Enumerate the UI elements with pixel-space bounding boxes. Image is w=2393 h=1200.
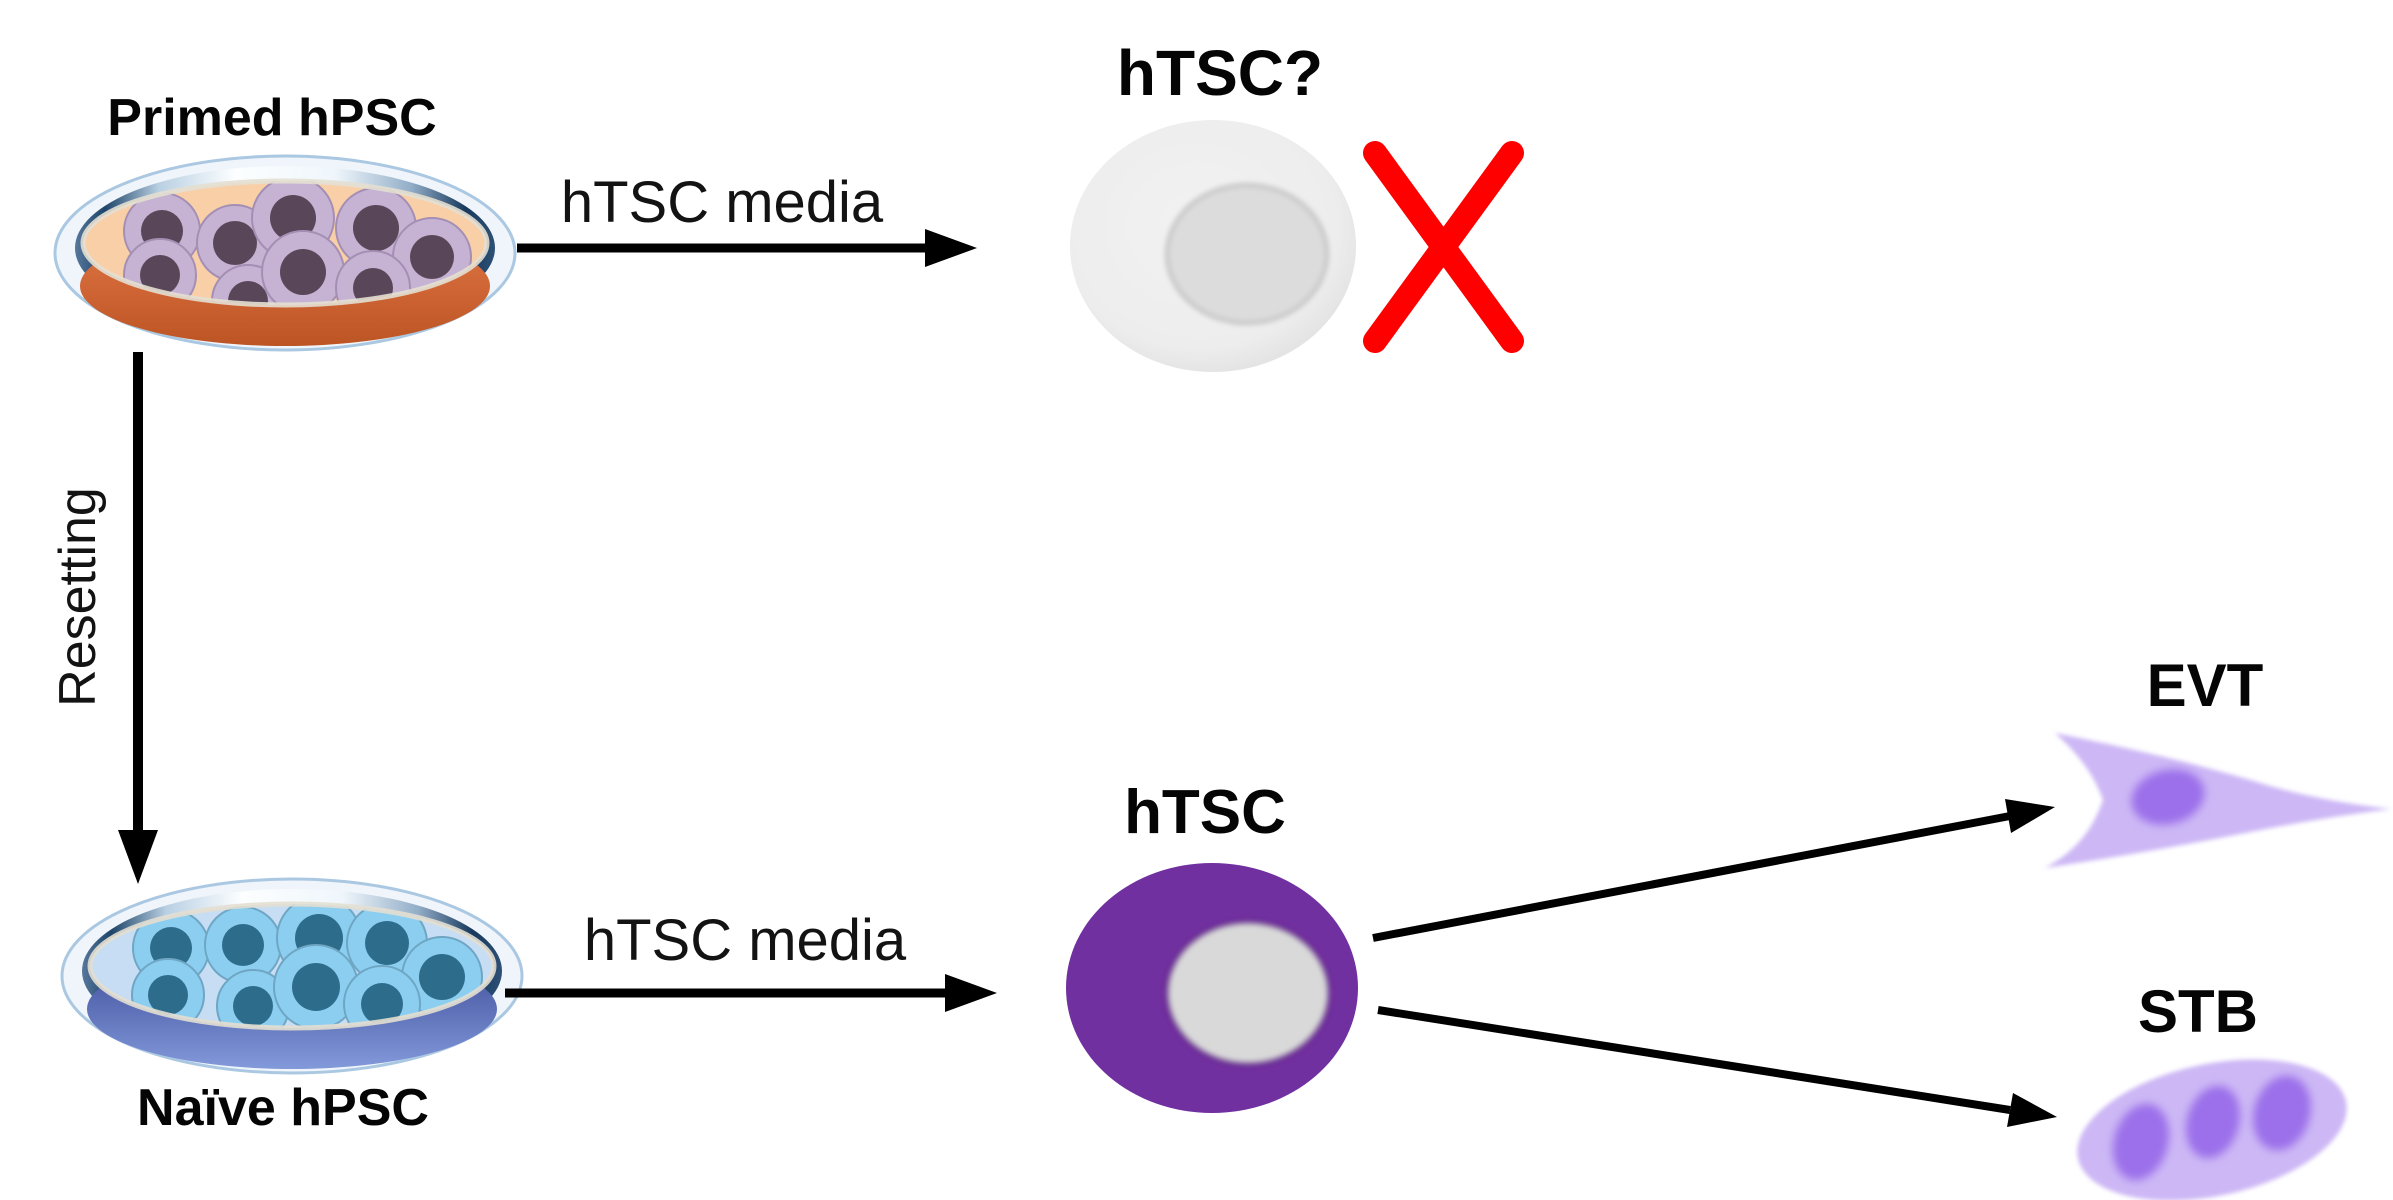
cell-nucleus: [280, 249, 326, 295]
primed-cell: [261, 230, 345, 305]
arrow-right-icon: [2005, 799, 2055, 833]
arrow-primed-to-htsc: [517, 229, 977, 267]
htsc-media-bottom-label: hTSC media: [584, 908, 907, 973]
primed-hpsc-dish: [53, 154, 517, 352]
failed-htsc-cell: [1070, 120, 1356, 372]
cell-nucleus: [365, 921, 409, 965]
naive-hpsc-label: Naïve hPSC: [137, 1079, 429, 1137]
red-x-icon: [1363, 141, 1524, 353]
cell-nucleus: [2112, 1103, 2170, 1181]
arrow-htsc-to-evt: [1372, 799, 2055, 942]
arrow-naive-to-htsc: [505, 974, 997, 1012]
cell-body: [2045, 733, 2391, 868]
resetting-label: Resetting: [49, 487, 107, 707]
htsc-media-top-label: hTSC media: [561, 170, 884, 235]
stb-cell: [2077, 1059, 2347, 1200]
cell-nucleus: [2186, 1085, 2240, 1159]
cell-nucleus: [233, 986, 273, 1026]
naive-cell-colonies: [131, 904, 483, 1028]
cell-nucleus: [419, 954, 465, 1000]
primed-cell: [392, 217, 472, 297]
cell-nucleus: [270, 195, 316, 241]
naive-cell: [273, 944, 359, 1028]
arrow-htsc-to-stb: [1377, 1006, 2057, 1127]
cell-nucleus: [1164, 182, 1330, 326]
dish-front-highlight: [87, 901, 497, 1031]
cell-nucleus: [410, 235, 454, 279]
arrow-right-icon: [2007, 1093, 2057, 1127]
cell-nucleus: [148, 975, 188, 1015]
arrow-resetting: [118, 352, 158, 884]
cell-nucleus: [1163, 918, 1333, 1068]
arrow-right-icon: [945, 974, 997, 1012]
cell-nucleus: [140, 255, 180, 295]
cell-nucleus: [150, 927, 192, 969]
cell-nucleus: [353, 205, 399, 251]
cell-nucleus: [292, 963, 340, 1011]
htsc-label: hTSC: [1124, 778, 1286, 847]
cell-nucleus: [213, 221, 257, 265]
cell-nucleus: [222, 924, 264, 966]
arrow-down-icon: [118, 830, 158, 884]
stb-label: STB: [2138, 978, 2258, 1045]
cell-nucleus: [361, 983, 403, 1025]
evt-label: EVT: [2147, 652, 2264, 719]
cell-nucleus: [2253, 1075, 2311, 1151]
naive-hpsc-dish: [60, 877, 524, 1075]
naive-cell: [204, 906, 282, 984]
cell-nucleus: [2131, 769, 2205, 825]
arrow-right-icon: [925, 229, 977, 267]
dish-front-highlight: [80, 178, 490, 308]
primed-cell-colonies: [123, 181, 472, 305]
htsc-cell: [1066, 863, 1358, 1113]
htsc-question-label: hTSC?: [1117, 37, 1323, 109]
primed-hpsc-label: Primed hPSC: [107, 89, 436, 147]
evt-cell: [2045, 733, 2391, 868]
cell-nucleus: [228, 281, 268, 305]
